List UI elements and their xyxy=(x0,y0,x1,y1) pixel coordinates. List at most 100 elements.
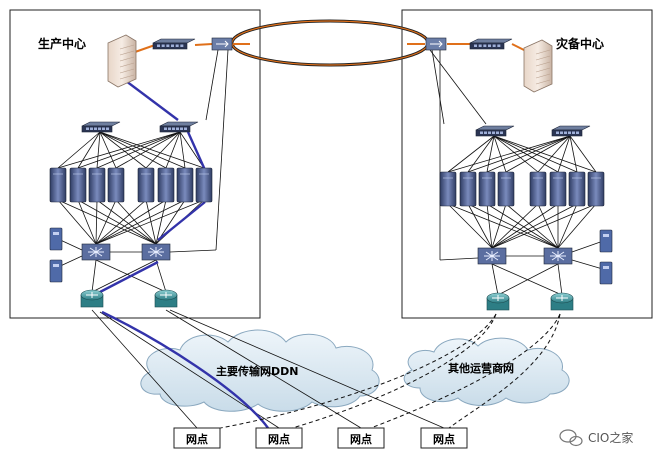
disaster-distribution-switch xyxy=(475,125,515,137)
inter-site-ring-inner xyxy=(231,20,429,66)
disaster-center-frame xyxy=(401,9,653,319)
orange-wan-links xyxy=(134,43,529,53)
disaster-server xyxy=(529,171,547,207)
link-line xyxy=(155,259,167,293)
link-line xyxy=(95,199,117,245)
production-core-switch xyxy=(141,243,171,261)
link-line xyxy=(179,131,186,169)
link-line xyxy=(165,131,181,169)
production-server xyxy=(107,167,125,203)
disaster-server xyxy=(549,171,567,207)
highlight-links xyxy=(99,77,269,429)
disaster-server xyxy=(497,171,515,207)
disaster-server xyxy=(478,171,496,207)
link-line xyxy=(96,131,181,169)
link-line xyxy=(95,199,205,245)
link-line xyxy=(486,135,571,173)
production-server xyxy=(195,167,213,203)
production-server xyxy=(69,167,87,203)
link-line xyxy=(486,203,493,249)
production-core-switch xyxy=(81,243,111,261)
link-line xyxy=(557,135,571,173)
link-line xyxy=(115,131,181,169)
link-line xyxy=(96,131,101,169)
production-router xyxy=(154,289,178,308)
link-line xyxy=(96,199,157,245)
disaster-server-cabinet xyxy=(523,39,553,93)
production-distribution-switch xyxy=(81,121,121,133)
link-line xyxy=(165,309,362,429)
link-line xyxy=(497,263,559,296)
disaster-core-switch xyxy=(477,247,507,265)
link-line xyxy=(491,263,499,296)
main-network-label: 主要传输网DDN xyxy=(216,364,298,378)
link-line xyxy=(91,309,198,429)
link-line xyxy=(99,131,167,169)
link-line xyxy=(491,263,563,296)
production-distribution-switch xyxy=(159,121,199,133)
production-edge-switch xyxy=(152,38,196,50)
disaster-router xyxy=(550,292,574,311)
disaster-edge-switch xyxy=(469,38,513,50)
link-line xyxy=(537,135,571,173)
link-line xyxy=(169,309,445,429)
disaster-server xyxy=(587,171,605,207)
link-line xyxy=(99,131,117,169)
dashed-links xyxy=(197,313,561,433)
link-line xyxy=(493,135,578,173)
link-line xyxy=(179,131,205,169)
link-line xyxy=(431,49,445,125)
link-line xyxy=(493,135,507,173)
link-line xyxy=(491,203,507,249)
production-server xyxy=(137,167,155,203)
branch-node: 网点 xyxy=(337,427,385,449)
disaster-core-switch xyxy=(543,247,573,265)
link-line xyxy=(155,199,167,245)
production-wan-switch xyxy=(211,37,233,51)
link-line xyxy=(467,135,495,173)
wechat-icon xyxy=(559,429,583,447)
link-line xyxy=(493,135,559,173)
link-line xyxy=(491,203,559,249)
link-line xyxy=(491,203,597,249)
watermark-text: CIO之家 xyxy=(588,430,633,445)
link-line xyxy=(505,203,559,249)
link-line xyxy=(215,49,229,251)
link-line xyxy=(99,131,147,169)
link-line xyxy=(77,199,97,245)
link-line xyxy=(439,257,479,261)
link-line xyxy=(99,131,186,169)
link-line xyxy=(569,135,578,173)
link-line xyxy=(486,135,495,173)
production-storage xyxy=(49,227,63,251)
production-storage xyxy=(49,259,63,283)
link-line xyxy=(557,203,578,249)
link-line xyxy=(491,203,539,249)
link-line xyxy=(447,135,571,173)
disaster-storage xyxy=(599,261,613,285)
link-line xyxy=(447,203,493,249)
link-line xyxy=(57,199,157,245)
link-line xyxy=(57,131,181,169)
production-router xyxy=(80,289,104,308)
link-line xyxy=(467,135,571,173)
link-line xyxy=(95,199,147,245)
disaster-server xyxy=(439,171,457,207)
link-line xyxy=(95,199,98,245)
network-links xyxy=(55,49,607,429)
devices xyxy=(49,34,613,311)
production-server xyxy=(157,167,175,203)
link-line xyxy=(493,135,597,173)
disaster-distribution-switch xyxy=(551,125,591,137)
main-network-cloud xyxy=(140,329,380,412)
branch-node: 网点 xyxy=(420,427,468,449)
link-line xyxy=(77,131,101,169)
branch-label: 网点 xyxy=(350,432,372,446)
production-server-cabinet xyxy=(107,34,137,88)
other-network-label: 其他运营商网 xyxy=(448,361,514,375)
link-line xyxy=(115,199,157,245)
link-line xyxy=(486,203,559,249)
link-line xyxy=(447,203,559,249)
link-line xyxy=(169,249,217,253)
branch-node: 网点 xyxy=(173,427,221,449)
